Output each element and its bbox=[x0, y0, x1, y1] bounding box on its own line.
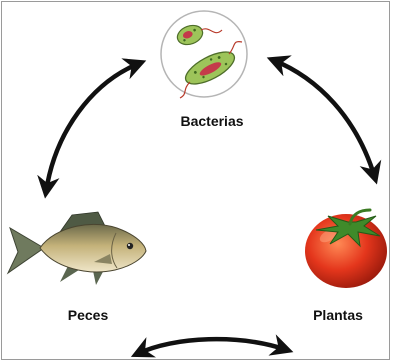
bacteria-icon bbox=[161, 11, 247, 98]
bacteria-label: Bacterias bbox=[180, 113, 243, 129]
plant-label: Plantas bbox=[313, 307, 363, 323]
fish-label: Peces bbox=[68, 307, 108, 323]
arrow-bacteria-plant bbox=[273, 60, 375, 178]
arrow-bacteria-fish bbox=[46, 63, 140, 192]
fish-icon bbox=[8, 212, 146, 285]
arrow-fish-plant bbox=[137, 339, 287, 354]
tomato-icon bbox=[305, 210, 387, 288]
